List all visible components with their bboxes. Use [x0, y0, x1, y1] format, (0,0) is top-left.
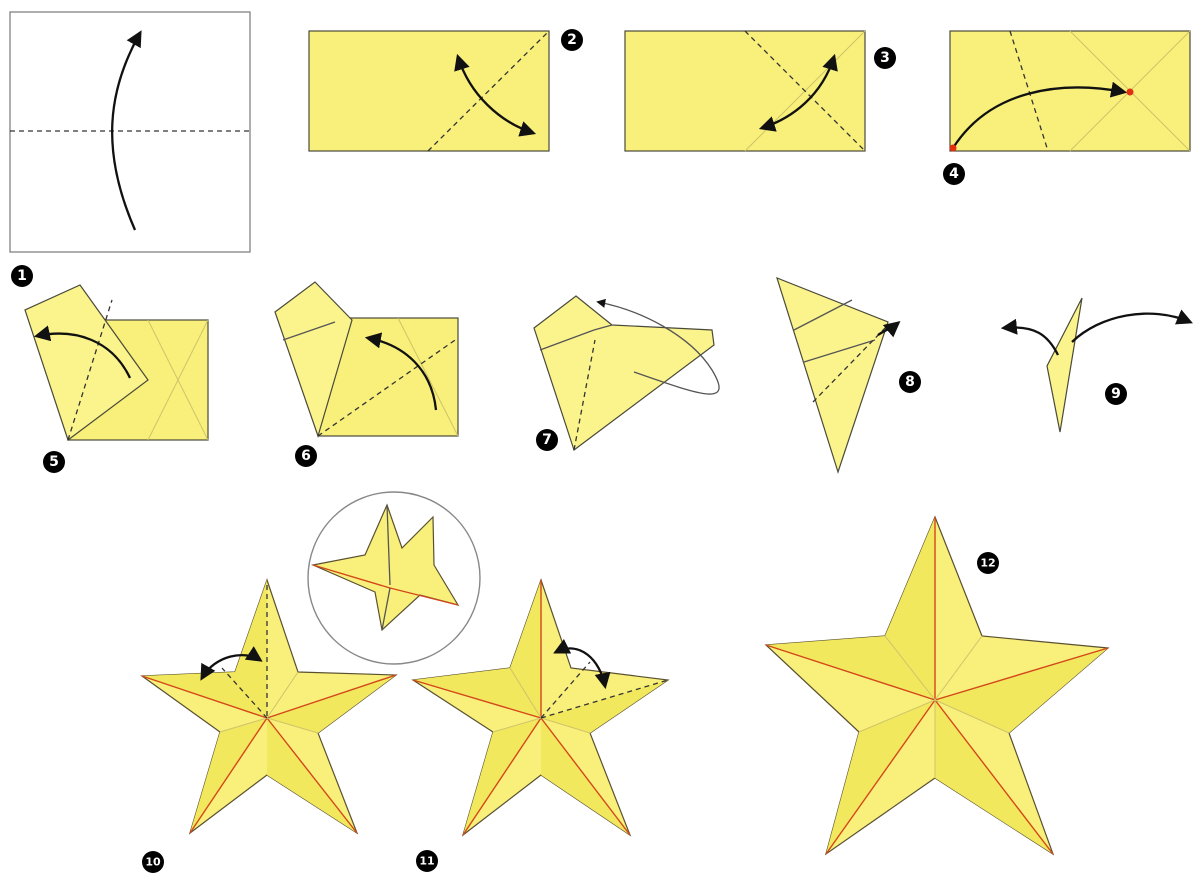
svg-text:8: 8	[905, 374, 915, 390]
step-6-diagram	[275, 282, 458, 436]
step-8-label: 8	[899, 371, 921, 393]
open-left-arrow	[1004, 327, 1058, 355]
step-3-label: 3	[874, 47, 896, 69]
step-12-label: 12	[977, 552, 999, 574]
step-11-label: 11	[416, 850, 438, 872]
folded-shape	[534, 296, 714, 450]
yellow-rectangle	[625, 31, 865, 151]
svg-text:12: 12	[980, 557, 995, 570]
step-10-label: 10	[142, 851, 164, 873]
step-6-label: 6	[295, 445, 317, 467]
svg-text:5: 5	[49, 454, 59, 470]
step-1-label: 1	[11, 265, 33, 287]
svg-text:6: 6	[301, 448, 311, 464]
step-7-label: 7	[536, 429, 558, 451]
step-7-diagram	[534, 296, 719, 450]
svg-text:11: 11	[419, 855, 434, 868]
step-5-label: 5	[43, 451, 65, 473]
yellow-rectangle	[950, 31, 1190, 151]
start-marker-dot	[950, 145, 957, 152]
svg-text:9: 9	[1111, 386, 1121, 402]
step-9-diagram	[1004, 298, 1190, 432]
svg-text:1: 1	[17, 268, 27, 284]
step-5-diagram	[25, 285, 208, 440]
step-12-final-star	[766, 517, 1108, 854]
narrow-folded-piece	[1047, 298, 1082, 432]
step-2-diagram	[309, 31, 549, 151]
target-marker-dot	[1127, 89, 1134, 96]
open-right-arrow	[1072, 314, 1190, 342]
step-9-label: 9	[1105, 383, 1127, 405]
step-4-diagram	[950, 31, 1191, 152]
yellow-rectangle	[309, 31, 549, 151]
svg-text:2: 2	[567, 32, 577, 48]
svg-text:7: 7	[542, 432, 552, 448]
step-8-diagram	[777, 278, 898, 472]
step-2-label: 2	[561, 29, 583, 51]
svg-text:4: 4	[949, 166, 959, 182]
svg-text:10: 10	[145, 856, 161, 869]
step-3-diagram	[625, 31, 865, 151]
svg-text:3: 3	[880, 50, 890, 66]
step-4-label: 4	[943, 163, 965, 185]
detail-inset	[308, 492, 480, 664]
step-1-diagram	[10, 12, 250, 252]
folded-triangle	[777, 278, 888, 472]
